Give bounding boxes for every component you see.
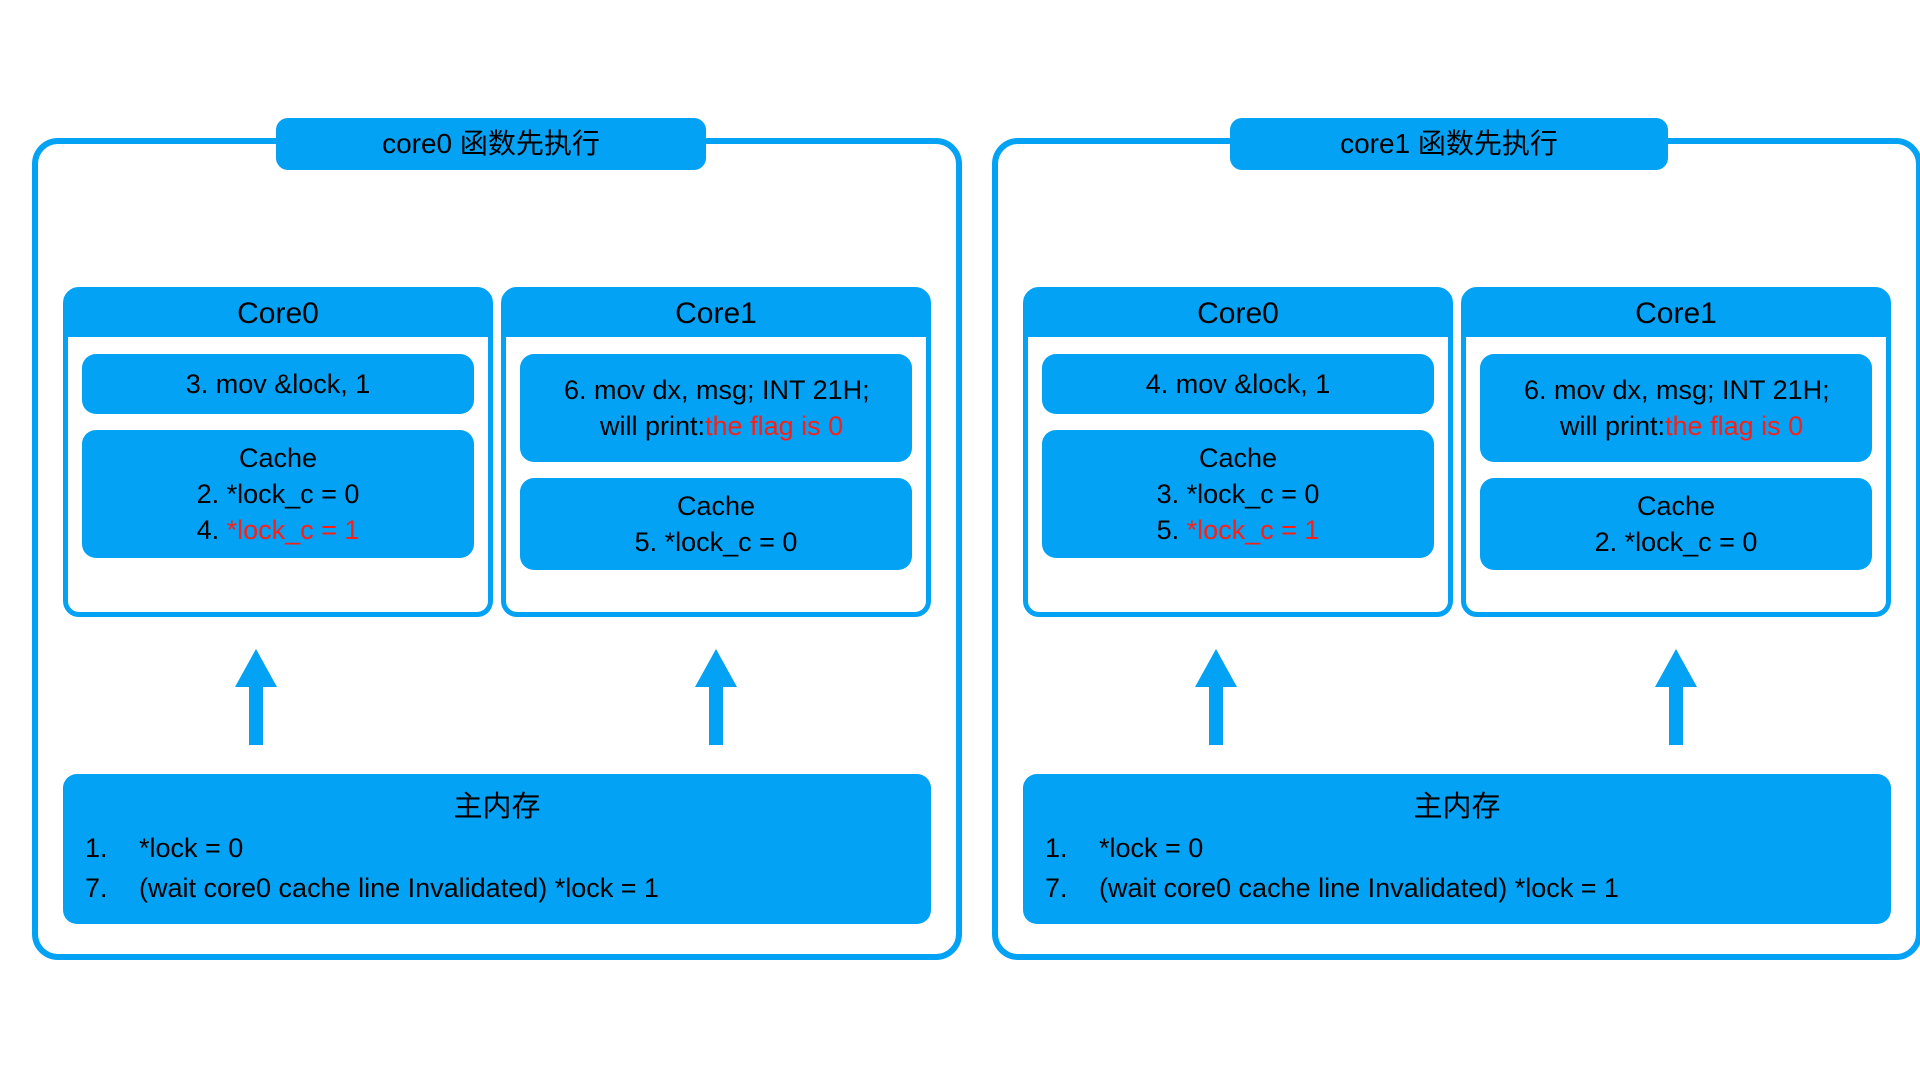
- instruction-chip-core0-left: 3. mov &lock, 1: [82, 354, 474, 414]
- memory-line: 7. (wait core0 cache line Invalidated) *…: [1045, 873, 1620, 903]
- cache-entry: 4. *lock_c = 1: [196, 515, 360, 545]
- cache-chip-core1-left: Cache 5. *lock_c = 0: [520, 478, 912, 570]
- core-box-core0-right: Core0 4. mov &lock, 1 Cache 3. *lock_c =…: [1023, 287, 1453, 617]
- core-columns-right: Core0 4. mov &lock, 1 Cache 3. *lock_c =…: [1023, 287, 1891, 617]
- memory-line: 1. *lock = 0: [85, 833, 244, 863]
- cache-title-core0-right: Cache: [1198, 443, 1278, 473]
- memory-line: 7. (wait core0 cache line Invalidated) *…: [85, 873, 660, 903]
- memory-to-core0-arrow-right: [1193, 649, 1239, 745]
- core-header-core0-right: Core0: [1028, 291, 1448, 337]
- cache-entry-highlight: *lock_c = 1: [1186, 515, 1320, 545]
- core-box-core0-left: Core0 3. mov &lock, 1 Cache 2. *lock_c =…: [63, 287, 493, 617]
- cache-entry: 5. *lock_c = 0: [634, 527, 798, 557]
- cache-chip-core1-right: Cache 2. *lock_c = 0: [1480, 478, 1872, 570]
- cache-title-core1-left: Cache: [676, 491, 756, 521]
- panel-title-left: core0 函数先执行: [276, 118, 706, 170]
- cache-chip-core0-left: Cache 2. *lock_c = 0 4. *lock_c = 1: [82, 430, 474, 558]
- core-body-core0-left: 3. mov &lock, 1 Cache 2. *lock_c = 0 4. …: [82, 338, 474, 598]
- instruction-chip-core1-left: 6. mov dx, msg; INT 21H; will print:the …: [520, 354, 912, 462]
- instruction-line-1: 6. mov dx, msg; INT 21H;: [564, 375, 870, 405]
- core-body-core1-right: 6. mov dx, msg; INT 21H; will print:the …: [1480, 338, 1872, 598]
- panel-title-right: core1 函数先执行: [1230, 118, 1668, 170]
- panel-core0-first: core0 函数先执行 Core0 3. mov &lock, 1 Cache …: [32, 118, 962, 960]
- main-memory-block-left: 主内存 1. *lock = 0 7. (wait core0 cache li…: [63, 774, 931, 924]
- core-box-core1-left: Core1 6. mov dx, msg; INT 21H; will prin…: [501, 287, 931, 617]
- instruction-line-2: will print:the flag is 0: [600, 411, 844, 441]
- cache-entry: 5. *lock_c = 1: [1156, 515, 1320, 545]
- memory-to-core0-arrow-left: [233, 649, 279, 745]
- core-header-core1-right: Core1: [1466, 291, 1886, 337]
- cache-entry-highlight: *lock_c = 1: [226, 515, 360, 545]
- core-columns-left: Core0 3. mov &lock, 1 Cache 2. *lock_c =…: [63, 287, 931, 617]
- cache-title-core0-left: Cache: [238, 443, 318, 473]
- main-memory-title-right: 主内存: [1413, 791, 1501, 823]
- print-output-highlight: the flag is 0: [1665, 411, 1804, 441]
- instruction-chip-core1-right: 6. mov dx, msg; INT 21H; will print:the …: [1480, 354, 1872, 462]
- main-memory-block-right: 主内存 1. *lock = 0 7. (wait core0 cache li…: [1023, 774, 1891, 924]
- memory-to-core1-arrow-left: [693, 649, 739, 745]
- instruction-chip-core0-right: 4. mov &lock, 1: [1042, 354, 1434, 414]
- core-header-core0-left: Core0: [68, 291, 488, 337]
- panel-core1-first: core1 函数先执行 Core0 4. mov &lock, 1 Cache …: [992, 118, 1920, 960]
- core-body-core1-left: 6. mov dx, msg; INT 21H; will print:the …: [520, 338, 912, 598]
- cache-title-core1-right: Cache: [1636, 491, 1716, 521]
- main-memory-title-left: 主内存: [453, 791, 541, 823]
- instruction-line-2: will print:the flag is 0: [1560, 411, 1804, 441]
- cache-entry: 2. *lock_c = 0: [196, 479, 360, 509]
- cache-chip-core0-right: Cache 3. *lock_c = 0 5. *lock_c = 1: [1042, 430, 1434, 558]
- core-box-core1-right: Core1 6. mov dx, msg; INT 21H; will prin…: [1461, 287, 1891, 617]
- cache-entry: 2. *lock_c = 0: [1594, 527, 1758, 557]
- cache-entry: 3. *lock_c = 0: [1156, 479, 1320, 509]
- core-header-core1-left: Core1: [506, 291, 926, 337]
- instruction-line-1: 6. mov dx, msg; INT 21H;: [1524, 375, 1830, 405]
- print-output-highlight: the flag is 0: [705, 411, 844, 441]
- memory-to-core1-arrow-right: [1653, 649, 1699, 745]
- memory-line: 1. *lock = 0: [1045, 833, 1204, 863]
- core-body-core0-right: 4. mov &lock, 1 Cache 3. *lock_c = 0 5. …: [1042, 338, 1434, 598]
